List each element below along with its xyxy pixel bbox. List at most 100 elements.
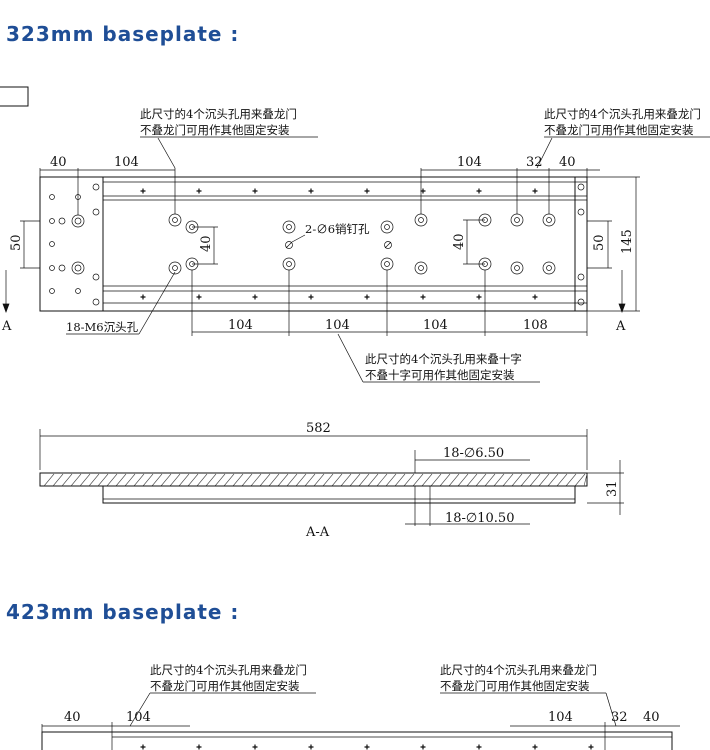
section-hatch-line <box>70 473 82 487</box>
rail-hole-mark <box>196 294 202 300</box>
section-hatch-line <box>439 473 451 487</box>
section-hatch-line <box>133 473 145 487</box>
section-hatch-line <box>169 473 181 487</box>
section-hatch-line <box>520 473 532 487</box>
section-hatch-line <box>475 473 487 487</box>
section-hatch-line <box>151 473 163 487</box>
section-hatch-line <box>43 473 55 487</box>
section-hatch-line <box>412 473 424 487</box>
section-hatch-line <box>160 473 172 487</box>
dim-thickness-31: 31 <box>605 480 620 497</box>
rail-hole-mark <box>140 188 146 194</box>
dim-top-104-left: 104 <box>114 155 139 170</box>
section-hatch-line <box>223 473 235 487</box>
section-hatch-line <box>538 473 550 487</box>
section-hatch-line <box>79 473 91 487</box>
section-hatch-line <box>187 473 199 487</box>
section-label: A-A <box>305 525 330 540</box>
section-hatch-line <box>259 473 271 487</box>
section-hatch-line <box>313 473 325 487</box>
dim-mid-40-right: 40 <box>452 233 467 250</box>
section-hatch-line <box>61 473 73 487</box>
dim-top-32: 32 <box>526 155 543 170</box>
rail-hole-mark <box>476 294 482 300</box>
section-hatch-line <box>547 473 559 487</box>
cut-off-frame <box>0 86 29 107</box>
section-hatch-line <box>115 473 127 487</box>
section-hatch-line <box>241 473 253 487</box>
dim-bottom-104-b: 104 <box>325 318 350 333</box>
note2-left-line2: 不叠龙门可用作其他固定安装 <box>150 679 300 693</box>
rail-hole-mark <box>532 294 538 300</box>
section-hatch-line <box>196 473 208 487</box>
dim-hole-6-50: 18-∅6.50 <box>443 446 504 461</box>
note-top-right-line2: 不叠龙门可用作其他固定安装 <box>544 123 694 137</box>
rail-hole-mark <box>308 744 314 750</box>
section-view-a-a: 582 18-∅6.50 18-∅10.50 31 A-A <box>39 421 624 540</box>
rail-hole-mark <box>364 188 370 194</box>
section-hatch-line <box>484 473 496 487</box>
dim2-top-40-left: 40 <box>64 710 81 725</box>
section-hatch-line <box>52 473 64 487</box>
note2-left-line1: 此尺寸的4个沉头孔用来叠龙门 <box>150 663 307 677</box>
section-hatch-line <box>493 473 505 487</box>
section-hatch-line <box>106 473 118 487</box>
note-top-right-line1: 此尺寸的4个沉头孔用来叠龙门 <box>544 107 701 121</box>
section-hatch-line <box>268 473 280 487</box>
section-hatch-line <box>421 473 433 487</box>
dim-left-50: 50 <box>9 234 24 251</box>
section-hatch-line <box>529 473 541 487</box>
section-hatch-line <box>556 473 568 487</box>
countersunk-holes <box>168 213 556 275</box>
section-hatch-line <box>430 473 442 487</box>
dim-top-104-right: 104 <box>457 155 482 170</box>
section-hatch-line <box>403 473 415 487</box>
section-hatch-line <box>304 473 316 487</box>
section-heading-323: 323mm baseplate : <box>6 22 240 46</box>
plan-view-423: 40 104 104 32 40 此尺寸的4个沉头孔用来叠龙门 不叠龙门可用作其… <box>41 663 680 750</box>
plan-view-323: 40 104 104 32 40 50 40 40 50 145 104 104… <box>1 107 710 383</box>
rail-hole-mark <box>196 188 202 194</box>
section-hatch-line <box>502 473 514 487</box>
dim2-top-40-right: 40 <box>643 710 660 725</box>
section-hatch-line <box>466 473 478 487</box>
rail-hole-mark <box>140 294 146 300</box>
section-hatch-line <box>205 473 217 487</box>
dim-overall-582: 582 <box>306 421 331 436</box>
section-hatch-line <box>286 473 298 487</box>
section-hatch-line <box>574 473 586 487</box>
rail-holes <box>140 188 538 300</box>
section-hatch-line <box>295 473 307 487</box>
section-hatch-line <box>583 473 588 487</box>
section-hatch-line <box>349 473 361 487</box>
note-pin-holes: 2-∅6销钉孔 <box>305 222 370 236</box>
rail-hole-mark <box>476 188 482 194</box>
dim-right-50: 50 <box>592 234 607 251</box>
rail-hole-mark <box>252 294 258 300</box>
dim-top-40-left: 40 <box>50 155 67 170</box>
dim-mid-40-left: 40 <box>199 235 214 252</box>
dim-bottom-104-c: 104 <box>423 318 448 333</box>
dim-bottom-104-a: 104 <box>228 318 253 333</box>
rail-hole-mark <box>588 744 594 750</box>
rail-hole-mark <box>140 744 146 750</box>
section-hatch-line <box>511 473 523 487</box>
note-top-left-line1: 此尺寸的4个沉头孔用来叠龙门 <box>140 107 297 121</box>
section-hatch-line <box>277 473 289 487</box>
section-hatch-line <box>457 473 469 487</box>
note2-right-line2: 不叠龙门可用作其他固定安装 <box>440 679 590 693</box>
note2-right-line1: 此尺寸的4个沉头孔用来叠龙门 <box>440 663 597 677</box>
section-heading-423: 423mm baseplate : <box>6 600 240 624</box>
section-hatch-line <box>448 473 460 487</box>
dim-bottom-108: 108 <box>523 318 548 333</box>
note-top-left-line2: 不叠龙门可用作其他固定安装 <box>140 123 290 137</box>
section-hatch-line <box>322 473 334 487</box>
dim-top-40-right: 40 <box>559 155 576 170</box>
section-hatch-line <box>97 473 109 487</box>
rail-hole-mark <box>420 294 426 300</box>
section-mark-a-left: A <box>1 319 12 334</box>
dim-hole-10-50: 18-∅10.50 <box>445 511 514 526</box>
section-hatch-line <box>565 473 577 487</box>
dim2-top-104-right: 104 <box>548 710 573 725</box>
